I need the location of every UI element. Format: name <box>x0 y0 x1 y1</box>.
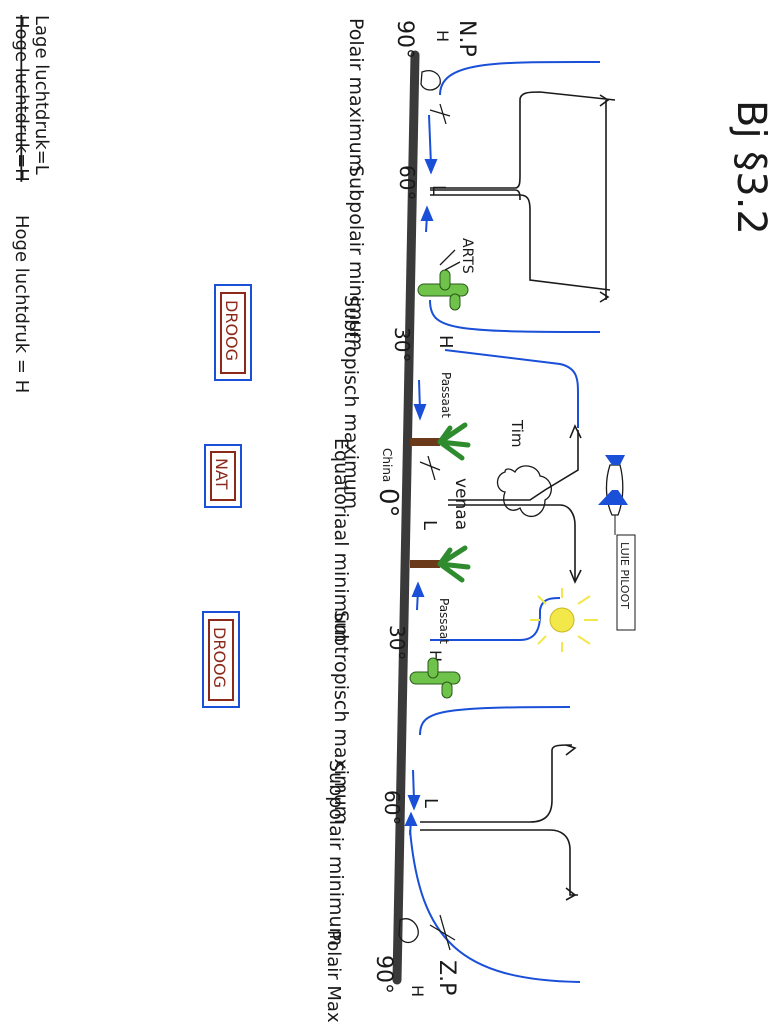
latitude-label: 90° <box>392 20 417 59</box>
latitude-label: 60° <box>395 165 419 200</box>
palm-tree-icon <box>410 425 468 458</box>
north-pole-label: N.P <box>454 20 479 57</box>
label-arts: ARTS <box>459 238 475 274</box>
south-pole-label: Z.P <box>434 960 459 995</box>
circulation-arrows <box>420 92 615 900</box>
climate-box-label: DROOG <box>222 300 241 361</box>
circulation-cell-hadley-north <box>445 350 578 428</box>
zone-label: Polair Maximum <box>323 930 344 1024</box>
label-venaa: venaa <box>451 478 471 530</box>
latitude-label: 90° <box>371 955 396 994</box>
banner-label: LUIE PILOOT <box>618 542 631 609</box>
legend-high-pressure: Hoge luchtdruk = H <box>11 215 32 393</box>
latitude-label: 0° <box>373 488 403 518</box>
legend-low-pressure: Lage luchtdruk=L <box>31 15 52 175</box>
legend-high-pressure-crossed: Hoge luchtdruk=H <box>11 15 32 182</box>
climate-box-label: DROOG <box>210 627 229 688</box>
latitude-label: 30° <box>390 327 414 362</box>
zone-label: Subpolair minimum <box>325 760 347 946</box>
zone-name: Polair Maximum <box>323 930 344 1024</box>
label-tim: Tim <box>508 419 526 447</box>
page-title: Bj §3.2 <box>728 100 768 235</box>
circulation-cell-polar-north <box>440 62 600 95</box>
latitude-label: 60° <box>380 790 404 825</box>
banner-luie-piloot: LUIE PILOOT <box>615 515 635 630</box>
pressure-letter: L <box>419 520 440 530</box>
climate-box-droog-north: DROOG <box>215 285 251 380</box>
zone-name: Subpolair minimum <box>325 760 347 946</box>
cactus-icon <box>410 658 460 698</box>
pressure-letter: L <box>420 798 441 808</box>
palm-tree-icon <box>410 548 468 580</box>
pressure-letter: H <box>408 985 427 997</box>
zone-name: Polair maximum <box>345 18 367 172</box>
climate-box-nat: NAT <box>205 445 241 507</box>
latitude-label: 30° <box>385 625 409 660</box>
pressure-letter: H <box>435 335 456 349</box>
climate-box-label: NAT <box>212 458 231 490</box>
climate-box-droog-south: DROOG <box>203 612 239 707</box>
cactus-icon <box>418 270 468 310</box>
zone-label: Polair maximum <box>345 18 367 172</box>
label-passaat-south: Passaat <box>437 598 451 644</box>
label-passaat-north: Passaat <box>439 372 453 418</box>
pressure-letter: H <box>433 30 452 42</box>
circulation-cell-ferrel-south <box>420 707 570 735</box>
people-sketch-south <box>399 915 455 950</box>
label-china: China <box>380 448 394 482</box>
airplane-icon <box>598 455 628 515</box>
